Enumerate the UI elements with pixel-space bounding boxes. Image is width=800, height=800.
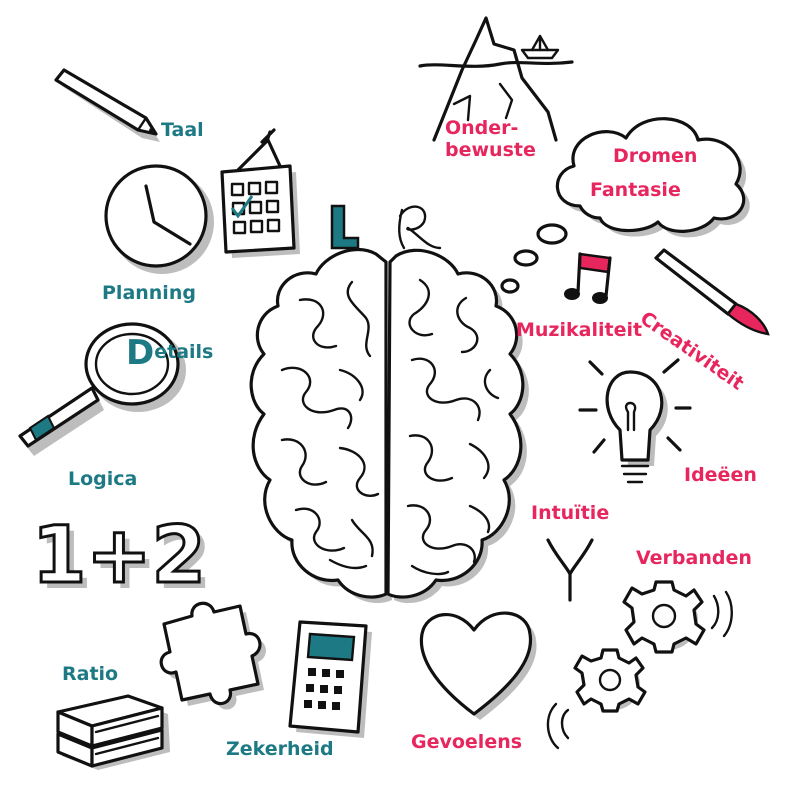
label-ratio: Ratio [62, 663, 119, 685]
label-logica: Logica [68, 468, 138, 490]
iceberg-icon [418, 16, 574, 142]
puzzle-icon [159, 601, 266, 710]
label-zekerheid: Zekerheid [226, 738, 334, 760]
label-planning: Planning [102, 282, 196, 304]
boat-icon [520, 34, 560, 60]
thought-bubbles-icon [500, 223, 568, 294]
logica-sum-text: 1+2 [32, 511, 206, 601]
label-onderbewuste-line2: bewuste [445, 138, 536, 161]
label-muzikaliteit: Muzikaliteit [516, 319, 643, 341]
calculator-icon [288, 620, 372, 738]
label-onderbewuste-line1: Onder- [445, 117, 519, 139]
letter-r-mark [398, 205, 442, 250]
clock-icon [104, 164, 214, 274]
heart-icon [419, 611, 537, 720]
paintbrush-icon [654, 248, 770, 336]
lightbulb-icon [578, 358, 692, 484]
label-gevoelens: Gevoelens [411, 731, 523, 753]
label-intuitie: Intuïtie [531, 502, 610, 524]
label-details-rest: etails [154, 341, 214, 363]
books-icon [56, 694, 170, 770]
label-fantasie: Fantasie [590, 179, 681, 201]
calendar-icon [220, 128, 300, 258]
label-taal: Taal [161, 119, 204, 141]
numbers-icon: 1+2 1+2 [31, 510, 212, 608]
brain-icon [249, 248, 529, 604]
pencil-icon [54, 68, 160, 142]
label-dromen: Dromen [613, 145, 698, 167]
music-note-icon [564, 252, 612, 304]
label-details: Details [126, 333, 214, 373]
label-ideeen: Ideëen [684, 464, 757, 486]
label-details-initial: D [126, 333, 155, 373]
magnifier-icon [18, 322, 186, 456]
cloud-icon [555, 117, 750, 238]
label-verbanden: Verbanden [636, 547, 752, 569]
gears-icon [546, 580, 733, 750]
label-onderbewuste: Onder- bewuste [445, 117, 536, 162]
letter-l-mark [330, 204, 360, 250]
logica-sum-shadow: 1+2 [38, 517, 212, 607]
y-branch-icon [546, 538, 594, 602]
